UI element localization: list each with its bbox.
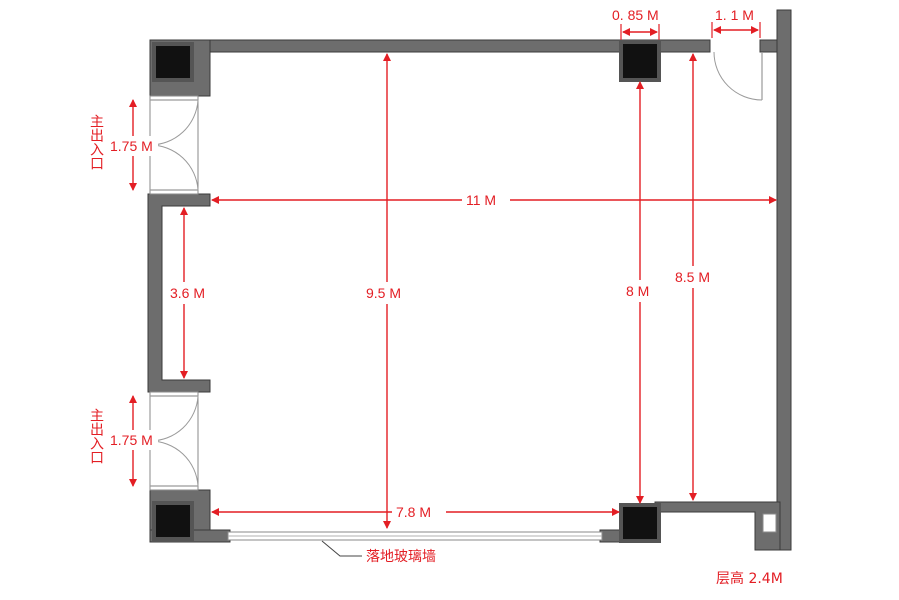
label-glass-wall: 落地玻璃墙 xyxy=(366,548,436,565)
glass-wall xyxy=(227,531,603,541)
column-top-right xyxy=(619,40,661,82)
wall-bottom-right xyxy=(654,501,781,551)
bg-depth-column xyxy=(622,280,658,302)
entrance-bottom-swing-upper xyxy=(149,395,199,442)
label-entrance-top: 主出入口 xyxy=(88,114,104,170)
dim-label-column-width: 0. 85 M xyxy=(612,7,659,23)
columns xyxy=(152,40,661,543)
entrance-bottom-swing-lower xyxy=(149,440,199,487)
wall-bottom-right-box xyxy=(762,513,777,533)
dim-label-entrance-bottom: 1.75 M xyxy=(110,432,153,448)
bg-bay-bottom xyxy=(392,502,446,522)
bg-depth-right xyxy=(672,266,718,288)
column-top-left xyxy=(152,42,194,82)
dim-label-depth-right: 8.5 M xyxy=(675,269,710,285)
dim-label-depth-column: 8 M xyxy=(626,283,649,299)
wall-right xyxy=(776,9,792,551)
label-floor-height: 层高 2.4M xyxy=(716,570,783,587)
dim-label-door-width: 1. 1 M xyxy=(715,7,754,23)
bg-entrance-top xyxy=(108,136,158,156)
doors xyxy=(149,51,763,491)
label-backgrounds xyxy=(108,136,718,522)
text-labels: 11 M 9.5 M 8 M 8.5 M 7.8 M 3.6 M 0. 85 M… xyxy=(88,7,783,587)
entrance-top-swing-lower xyxy=(149,144,199,191)
door-right-swing xyxy=(713,51,763,101)
dimensions xyxy=(129,22,777,557)
bg-width xyxy=(462,190,510,210)
label-entrance-bottom: 主出入口 xyxy=(88,408,104,464)
bg-alcove xyxy=(166,282,212,304)
dim-label-bay-bottom: 7.8 M xyxy=(396,504,431,520)
column-bottom-left xyxy=(152,501,194,541)
glass-wall-callout-line xyxy=(321,540,362,557)
dim-label-width: 11 M xyxy=(466,192,496,208)
bg-entrance-bottom xyxy=(108,430,158,450)
dim-label-alcove: 3.6 M xyxy=(170,285,205,301)
column-bottom-right xyxy=(619,503,661,543)
dim-label-entrance-top: 1.75 M xyxy=(110,138,153,154)
dim-label-depth-main: 9.5 M xyxy=(366,285,401,301)
bg-depth-main xyxy=(362,282,414,304)
entrance-top-swing-upper xyxy=(149,99,199,146)
